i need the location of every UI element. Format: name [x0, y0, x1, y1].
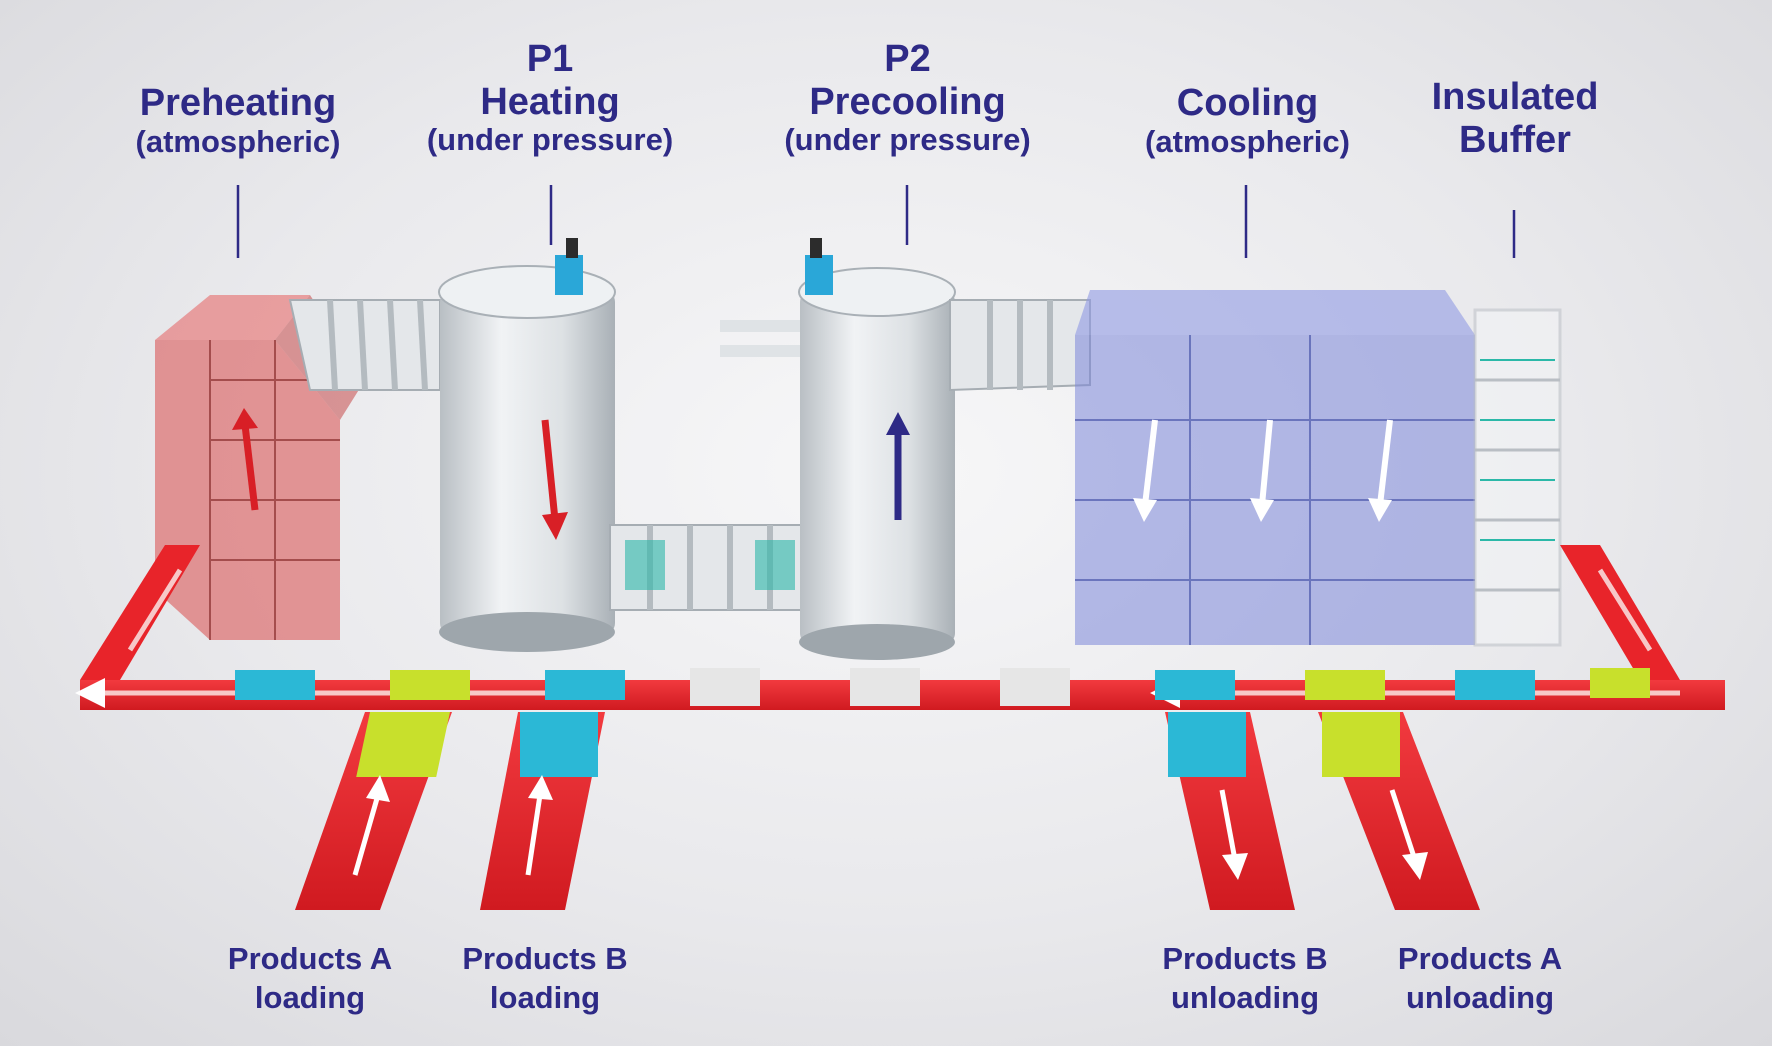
- label-products-a-unloading: Products A unloading: [1380, 940, 1580, 1018]
- insulated-buffer-rack: [1473, 308, 1562, 647]
- label-p2-sub: (under pressure): [784, 122, 1031, 158]
- label-preheating-title: Preheating: [139, 82, 337, 124]
- label-products-a-loading-line1: Products A: [227, 941, 393, 976]
- label-p2-title: Precooling: [809, 80, 1006, 123]
- product-trays: [235, 668, 1650, 700]
- connector-p1-p2: [609, 524, 806, 611]
- p2-vessel: [720, 238, 956, 660]
- label-products-b-unloading: Products B unloading: [1145, 940, 1345, 1018]
- label-products-a-unloading-line2: unloading: [1405, 979, 1555, 1015]
- connector-p2-cooling: [949, 299, 1091, 392]
- p1-vessel: [438, 238, 616, 652]
- label-preheating: Preheating (atmospheric): [108, 82, 368, 159]
- label-cooling-title: Cooling: [1176, 82, 1319, 124]
- label-p1-title: Heating: [480, 80, 620, 123]
- label-insulated-buffer: Insulated Buffer: [1400, 76, 1630, 161]
- label-p2: P2 Precooling (under pressure): [765, 38, 1050, 158]
- label-buffer-line1: Insulated: [1431, 76, 1599, 118]
- connector-preheat-p1: [288, 299, 441, 391]
- label-products-b-loading-line2: loading: [489, 979, 601, 1015]
- label-products-b-loading: Products B loading: [440, 940, 650, 1018]
- label-products-a-loading-line2: loading: [254, 979, 366, 1015]
- label-p1-sub: (under pressure): [426, 122, 674, 158]
- label-products-a-unloading-line1: Products A: [1397, 941, 1563, 976]
- label-products-a-loading: Products A loading: [205, 940, 415, 1018]
- cooling-block: [1075, 290, 1475, 645]
- label-p1-code: P1: [526, 38, 574, 80]
- preheating-up-arrow: [241, 424, 259, 511]
- label-cooling: Cooling (atmospheric): [1120, 82, 1375, 159]
- label-products-b-unloading-line2: unloading: [1170, 979, 1320, 1015]
- label-p2-code: P2: [884, 38, 931, 80]
- label-p1: P1 Heating (under pressure): [410, 38, 690, 158]
- label-products-b-loading-line1: Products B: [462, 941, 628, 976]
- leader-lines: [236, 185, 1516, 258]
- label-buffer-line2: Buffer: [1459, 118, 1571, 161]
- label-products-b-unloading-line1: Products B: [1162, 941, 1328, 976]
- label-preheating-sub: (atmospheric): [135, 123, 341, 159]
- branch-belts: [295, 712, 1480, 910]
- label-cooling-sub: (atmospheric): [1145, 123, 1350, 159]
